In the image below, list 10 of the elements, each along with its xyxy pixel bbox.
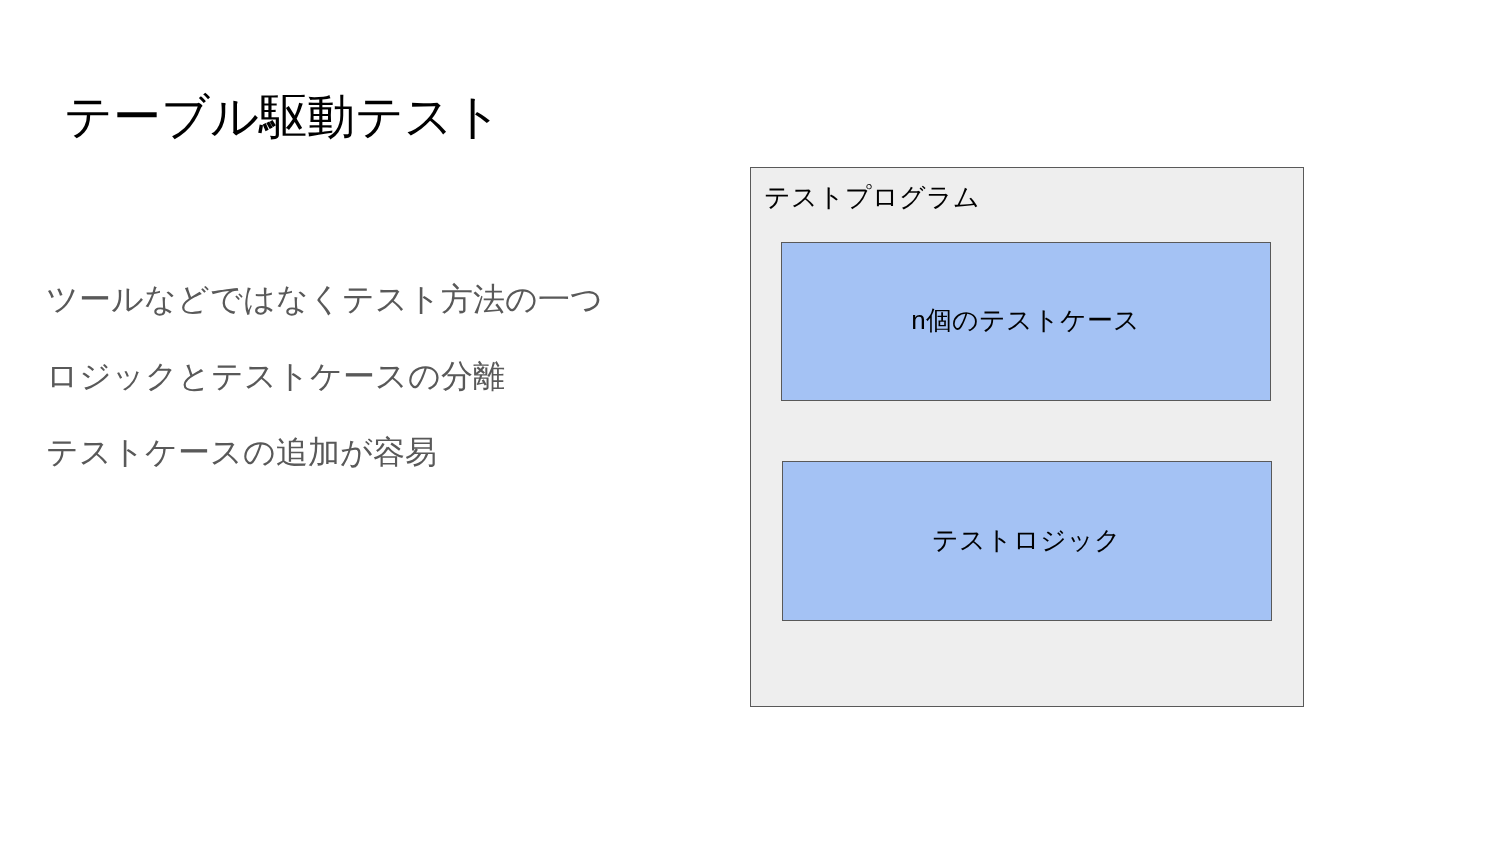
container-heading: テストプログラム xyxy=(764,182,980,214)
bullet-text: ツールなどではなくテスト方法の一つ xyxy=(46,280,603,319)
container-box xyxy=(750,167,1304,707)
process-box xyxy=(780,241,1271,401)
slide-title: テーブル駆動テスト xyxy=(64,89,502,145)
box-label: n個のテストケース xyxy=(911,305,1140,337)
bullet-text: テストケースの追加が容易 xyxy=(46,433,437,472)
box-label: テストロジック xyxy=(932,524,1121,557)
bullet-text: ロジックとテストケースの分離 xyxy=(46,357,505,396)
process-box xyxy=(781,460,1272,621)
